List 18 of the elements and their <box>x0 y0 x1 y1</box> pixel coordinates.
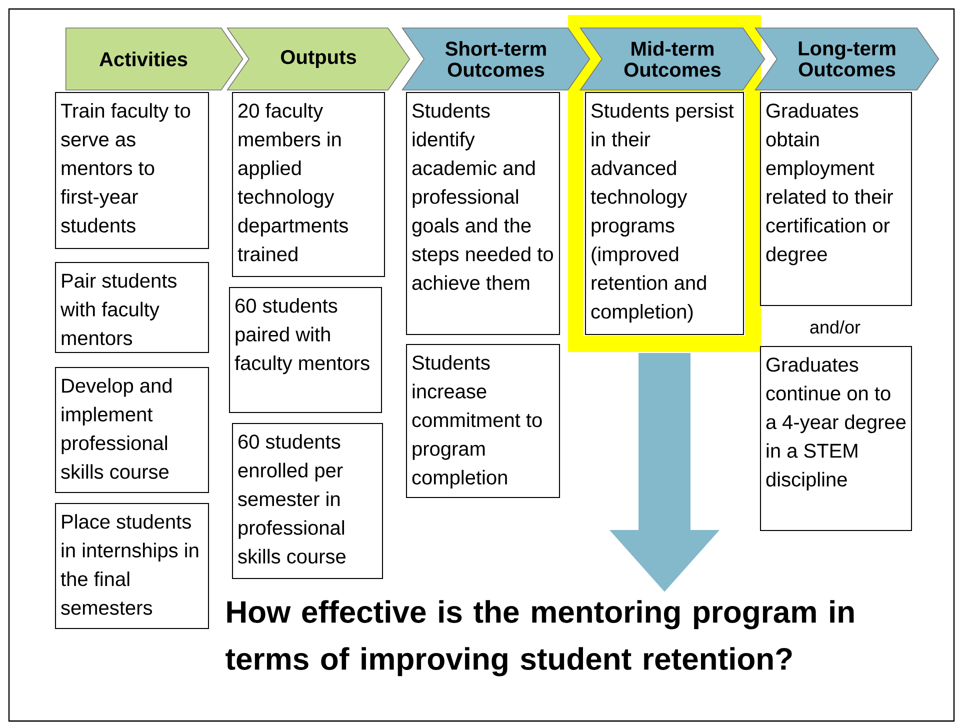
text-box: 20 faculty members in applied technology departments trained <box>232 92 385 277</box>
stage-header: Short-term Outcomes <box>402 28 590 90</box>
text-box: Train faculty to serve as mentors to first-year students <box>55 92 209 249</box>
text-box: Students identify academic and professional goals and the steps needed to achieve them <box>406 92 560 335</box>
text-box: 60 students enrolled per semester in professional skills course <box>232 423 383 579</box>
stage-header: Activities <box>65 28 244 90</box>
stage-header: Outputs <box>226 28 410 90</box>
stage-header: Long-term Outcomes <box>754 28 940 90</box>
text-box: Pair students with faculty mentors <box>55 262 209 353</box>
text-box: 60 students paired with faculty mentors <box>229 287 382 413</box>
text-box: Students increase commitment to program completion <box>406 344 560 498</box>
text-box: Develop and implement professional skills course <box>55 367 209 493</box>
text-box: Place students in internships in the final semesters <box>55 503 209 629</box>
text-box: Graduates obtain employment related to their certification or degree <box>760 92 912 306</box>
text-box: Students persist in their advanced technology programs (improved retention and completion) <box>585 92 744 335</box>
text-box: Graduates continue on to a 4-year degree in a STEM discipline <box>760 346 912 531</box>
question-text: How effective is the mentoring program in terms of improving student retention? <box>226 600 854 676</box>
connector-text: and/or <box>810 320 860 334</box>
